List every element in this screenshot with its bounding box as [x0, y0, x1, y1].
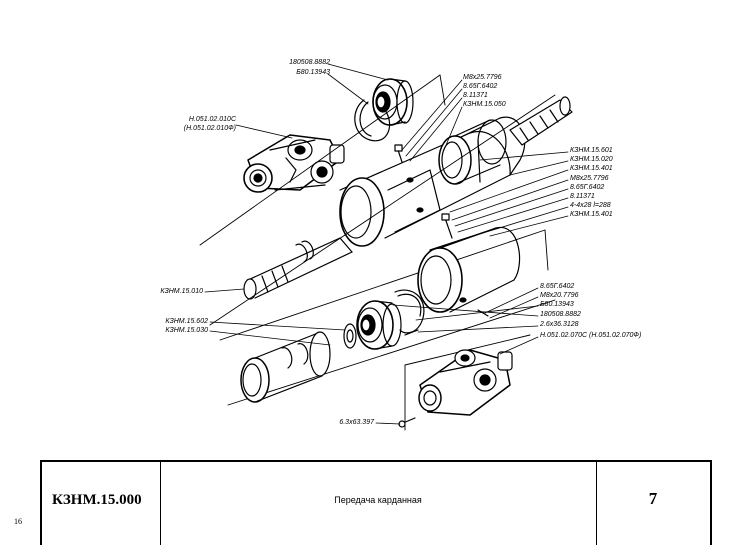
lower-cover-housing	[417, 226, 521, 313]
label-part-050: КЗНМ.15.050	[463, 101, 506, 108]
label-part-601: КЗНМ.15.601	[570, 147, 613, 154]
label-bearing-low: 180508.8882	[540, 311, 581, 318]
label-bolt-m8-low: М8х20.7796	[540, 292, 579, 299]
label-fork-low: Н.051.02.070С (Н.051.02.070Ф)	[540, 332, 642, 339]
label-pin-bottom: 6.3х63.397	[339, 419, 374, 426]
label-part-010: КЗНМ.15.010	[160, 288, 203, 295]
cardan-transmission-drawing	[199, 63, 573, 431]
label-part-401a: КЗНМ.15.401	[570, 165, 613, 172]
label-fork-top: Н.051.02.010С	[188, 116, 236, 123]
label-washer-mid: 8.65Г.6402	[570, 184, 605, 191]
label-washer-top: 8.65Г.6402	[463, 83, 498, 90]
label-bearing-top: 180508.8882	[289, 59, 330, 66]
hardware-bolts	[394, 144, 489, 428]
label-part-602: КЗНМ.15.602	[165, 318, 208, 325]
retaining-ring-lower	[394, 289, 425, 334]
label-washer-low: 8.65Г.6402	[540, 283, 575, 290]
label-bolt-low: Б80.13943	[540, 301, 574, 308]
sleeve-part-020	[438, 119, 507, 185]
bearing-top	[372, 78, 414, 126]
main-shaft-part-010	[243, 237, 353, 300]
label-bolt-m8-mid: М8х25.7796	[570, 175, 609, 182]
label-fork-top-alt: (Н.051.02.010Ф)	[183, 125, 236, 132]
cardan-fork-lower	[418, 349, 513, 416]
title-block: КЗНМ.15.000 Передача карданная 7	[40, 460, 712, 545]
label-part-401b: КЗНМ.15.401	[570, 211, 613, 218]
title-block-sheet-cell: 7	[596, 462, 710, 545]
label-bolt-top: Б80.13943	[296, 69, 330, 76]
title-block-code-cell: КЗНМ.15.000	[42, 462, 161, 545]
cardan-fork-top	[243, 134, 345, 193]
retaining-ring-top	[354, 99, 391, 142]
sheet-number: 7	[648, 489, 658, 508]
sleeve-part-030	[240, 331, 331, 403]
drawing-code: КЗНМ.15.000	[52, 492, 142, 508]
label-chain: 4-4х28 l=288	[570, 202, 611, 209]
label-nut-mid: 8.11371	[570, 193, 595, 200]
bearing-lower	[343, 300, 402, 350]
label-bolt-m8-top: М8х25.7796	[463, 74, 502, 81]
label-nut-top: 8.11371	[463, 92, 488, 99]
label-part-030: КЗНМ.15.030	[165, 327, 208, 334]
label-pin-low: 2.6х36.3128	[540, 321, 579, 328]
drawing-name: Передача карданная	[334, 495, 422, 505]
label-part-020: КЗНМ.15.020	[570, 156, 613, 163]
title-block-name-cell: Передача карданная	[160, 462, 597, 545]
leader-lines	[204, 63, 569, 425]
upper-cover-sleeve	[339, 116, 526, 247]
upper-splined-shaft	[509, 96, 573, 146]
page-number: 16	[14, 517, 22, 526]
